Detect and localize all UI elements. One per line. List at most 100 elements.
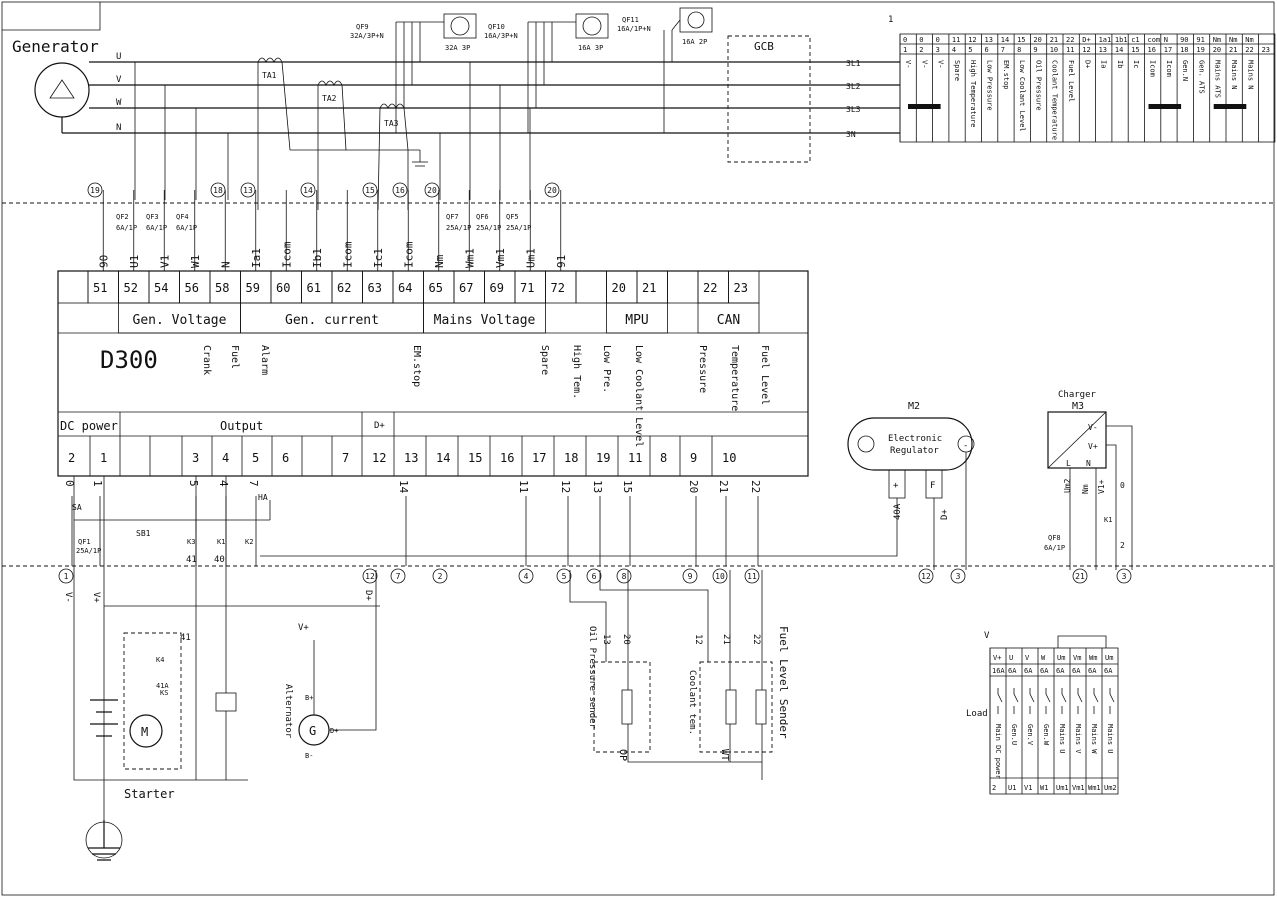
breaker-rating: 6A/1P: [116, 224, 137, 232]
node-number: 8: [622, 572, 627, 581]
node-marker: [300, 182, 316, 198]
terminal-table-index: 3: [936, 46, 940, 54]
terminal-table-label: Ib: [1116, 60, 1124, 68]
wire-label: Vm1: [494, 248, 507, 268]
load-label-item: Gen.V: [1026, 724, 1034, 746]
terminal-table-index: 18: [1180, 46, 1188, 54]
node-marker: [544, 182, 560, 198]
svg-text:20: 20: [621, 634, 631, 645]
mid-breakers: QF26A/1PQF36A/1PQF46A/1PQF725A/1PQF625A/…: [116, 213, 531, 232]
gcb-label: GCB: [754, 40, 774, 53]
load-head: V+: [993, 654, 1001, 662]
bottom-terminal-number: 14: [436, 451, 450, 465]
top-terminal-number: 61: [307, 281, 321, 295]
svg-text:V+: V+: [1088, 442, 1098, 451]
wire-label: U1: [128, 255, 141, 268]
node-marker: [1116, 568, 1132, 584]
top-terminal-number: 51: [93, 281, 107, 295]
d300-module: [57, 270, 809, 477]
generator-symbol: [34, 62, 90, 118]
svg-text:K4: K4: [156, 656, 164, 664]
terminal-table-marker: 1: [888, 15, 893, 25]
node-number: 14: [303, 186, 313, 195]
terminal-table-index: 2: [919, 46, 923, 54]
load-table-marker: V: [984, 631, 990, 641]
load-label-item: Mains U: [1106, 724, 1114, 754]
bottom-terminal-number: 13: [404, 451, 418, 465]
phase-v-label: V: [116, 75, 122, 85]
under-wire-label: 4: [217, 480, 230, 487]
wire-label: Nm: [433, 254, 446, 268]
node-number: 1: [64, 572, 69, 581]
wire-label: N: [219, 261, 232, 268]
generator-winding-icon: [49, 79, 75, 99]
svg-text:32A 3P: 32A 3P: [445, 44, 470, 52]
terminal-table-code: 20: [1033, 36, 1041, 44]
svg-text:N: N: [1086, 459, 1091, 468]
breaker-name: QF7: [446, 213, 459, 221]
node-marker: [616, 568, 632, 584]
terminal-table-label: Fuel Level: [1067, 60, 1075, 102]
svg-text:M2: M2: [908, 401, 920, 412]
terminal-table-label: Mains ATS: [1214, 60, 1222, 98]
svg-text:Coolant tem.: Coolant tem.: [687, 670, 697, 735]
svg-text:-: -: [963, 441, 968, 451]
node-number: 18: [213, 186, 223, 195]
under-wire-label: 11: [517, 480, 530, 493]
svg-text:Um2: Um2: [1063, 478, 1072, 493]
top-terminal-number: 60: [276, 281, 290, 295]
svg-text:6A/1P: 6A/1P: [1044, 544, 1065, 552]
top-terminal-number: 71: [520, 281, 534, 295]
node-number: 7: [396, 572, 401, 581]
terminal-table-code: 91: [1196, 36, 1204, 44]
svg-text:V+: V+: [298, 623, 309, 633]
svg-text:41: 41: [186, 555, 197, 565]
node-number: 4: [524, 572, 529, 581]
svg-text:12: 12: [693, 634, 703, 645]
group-label: Gen. current: [285, 313, 379, 328]
electronic-regulator: M2 - Electronic Regulator + F 40A D+: [260, 401, 975, 570]
node-marker: [432, 568, 448, 584]
load-rating: 6A: [1040, 667, 1049, 675]
terminal-table-index: 9: [1033, 46, 1037, 54]
top-breakers: QF9 32A/3P+N QF10 16A/3P+N QF11 16A/1P+N…: [350, 7, 713, 133]
svg-text:SB1: SB1: [136, 529, 151, 538]
bottom-terminal-number: 2: [68, 451, 75, 465]
ta2-label: TA2: [322, 94, 337, 103]
svg-text:SA: SA: [72, 503, 82, 512]
svg-text:D+: D+: [330, 727, 338, 735]
breaker-rating: 6A/1P: [146, 224, 167, 232]
svg-text:Oil Pressure sender: Oil Pressure sender: [587, 626, 597, 730]
svg-text:D+: D+: [940, 509, 950, 520]
terminal-table-code: 11: [952, 36, 960, 44]
svg-text:M3: M3: [1072, 401, 1084, 412]
load-foot: U1: [1008, 784, 1016, 792]
node-number: 20: [547, 186, 557, 195]
terminal-table-index: 5: [968, 46, 972, 54]
wire-label: W1: [189, 255, 202, 268]
battery-icon: [90, 699, 118, 737]
terminal-table-index: 15: [1131, 46, 1139, 54]
wire-label: Um1: [524, 248, 537, 268]
wire-label: Ia1: [250, 248, 263, 268]
under-wire-label: 22: [749, 480, 762, 493]
module-feed-wires: [102, 62, 562, 271]
under-wire-label: 1: [91, 480, 104, 487]
terminal-table-code: c1: [1131, 36, 1139, 44]
terminal-table-code: 15: [1017, 36, 1025, 44]
wire-label: V1: [158, 255, 171, 268]
under-wire-label: 5: [187, 480, 200, 487]
load-head: Vm: [1073, 654, 1081, 662]
under-wire-label: 20: [687, 480, 700, 493]
svg-text:Fuel Level Sender: Fuel Level Sender: [777, 626, 790, 739]
bottom-terminal-number: 4: [222, 451, 229, 465]
wire-label: 90: [97, 255, 110, 268]
function-label: High Tem.: [571, 345, 582, 399]
node-number: 6: [592, 572, 597, 581]
wire-label: Ic1: [372, 248, 385, 268]
node-marker: [240, 182, 256, 198]
